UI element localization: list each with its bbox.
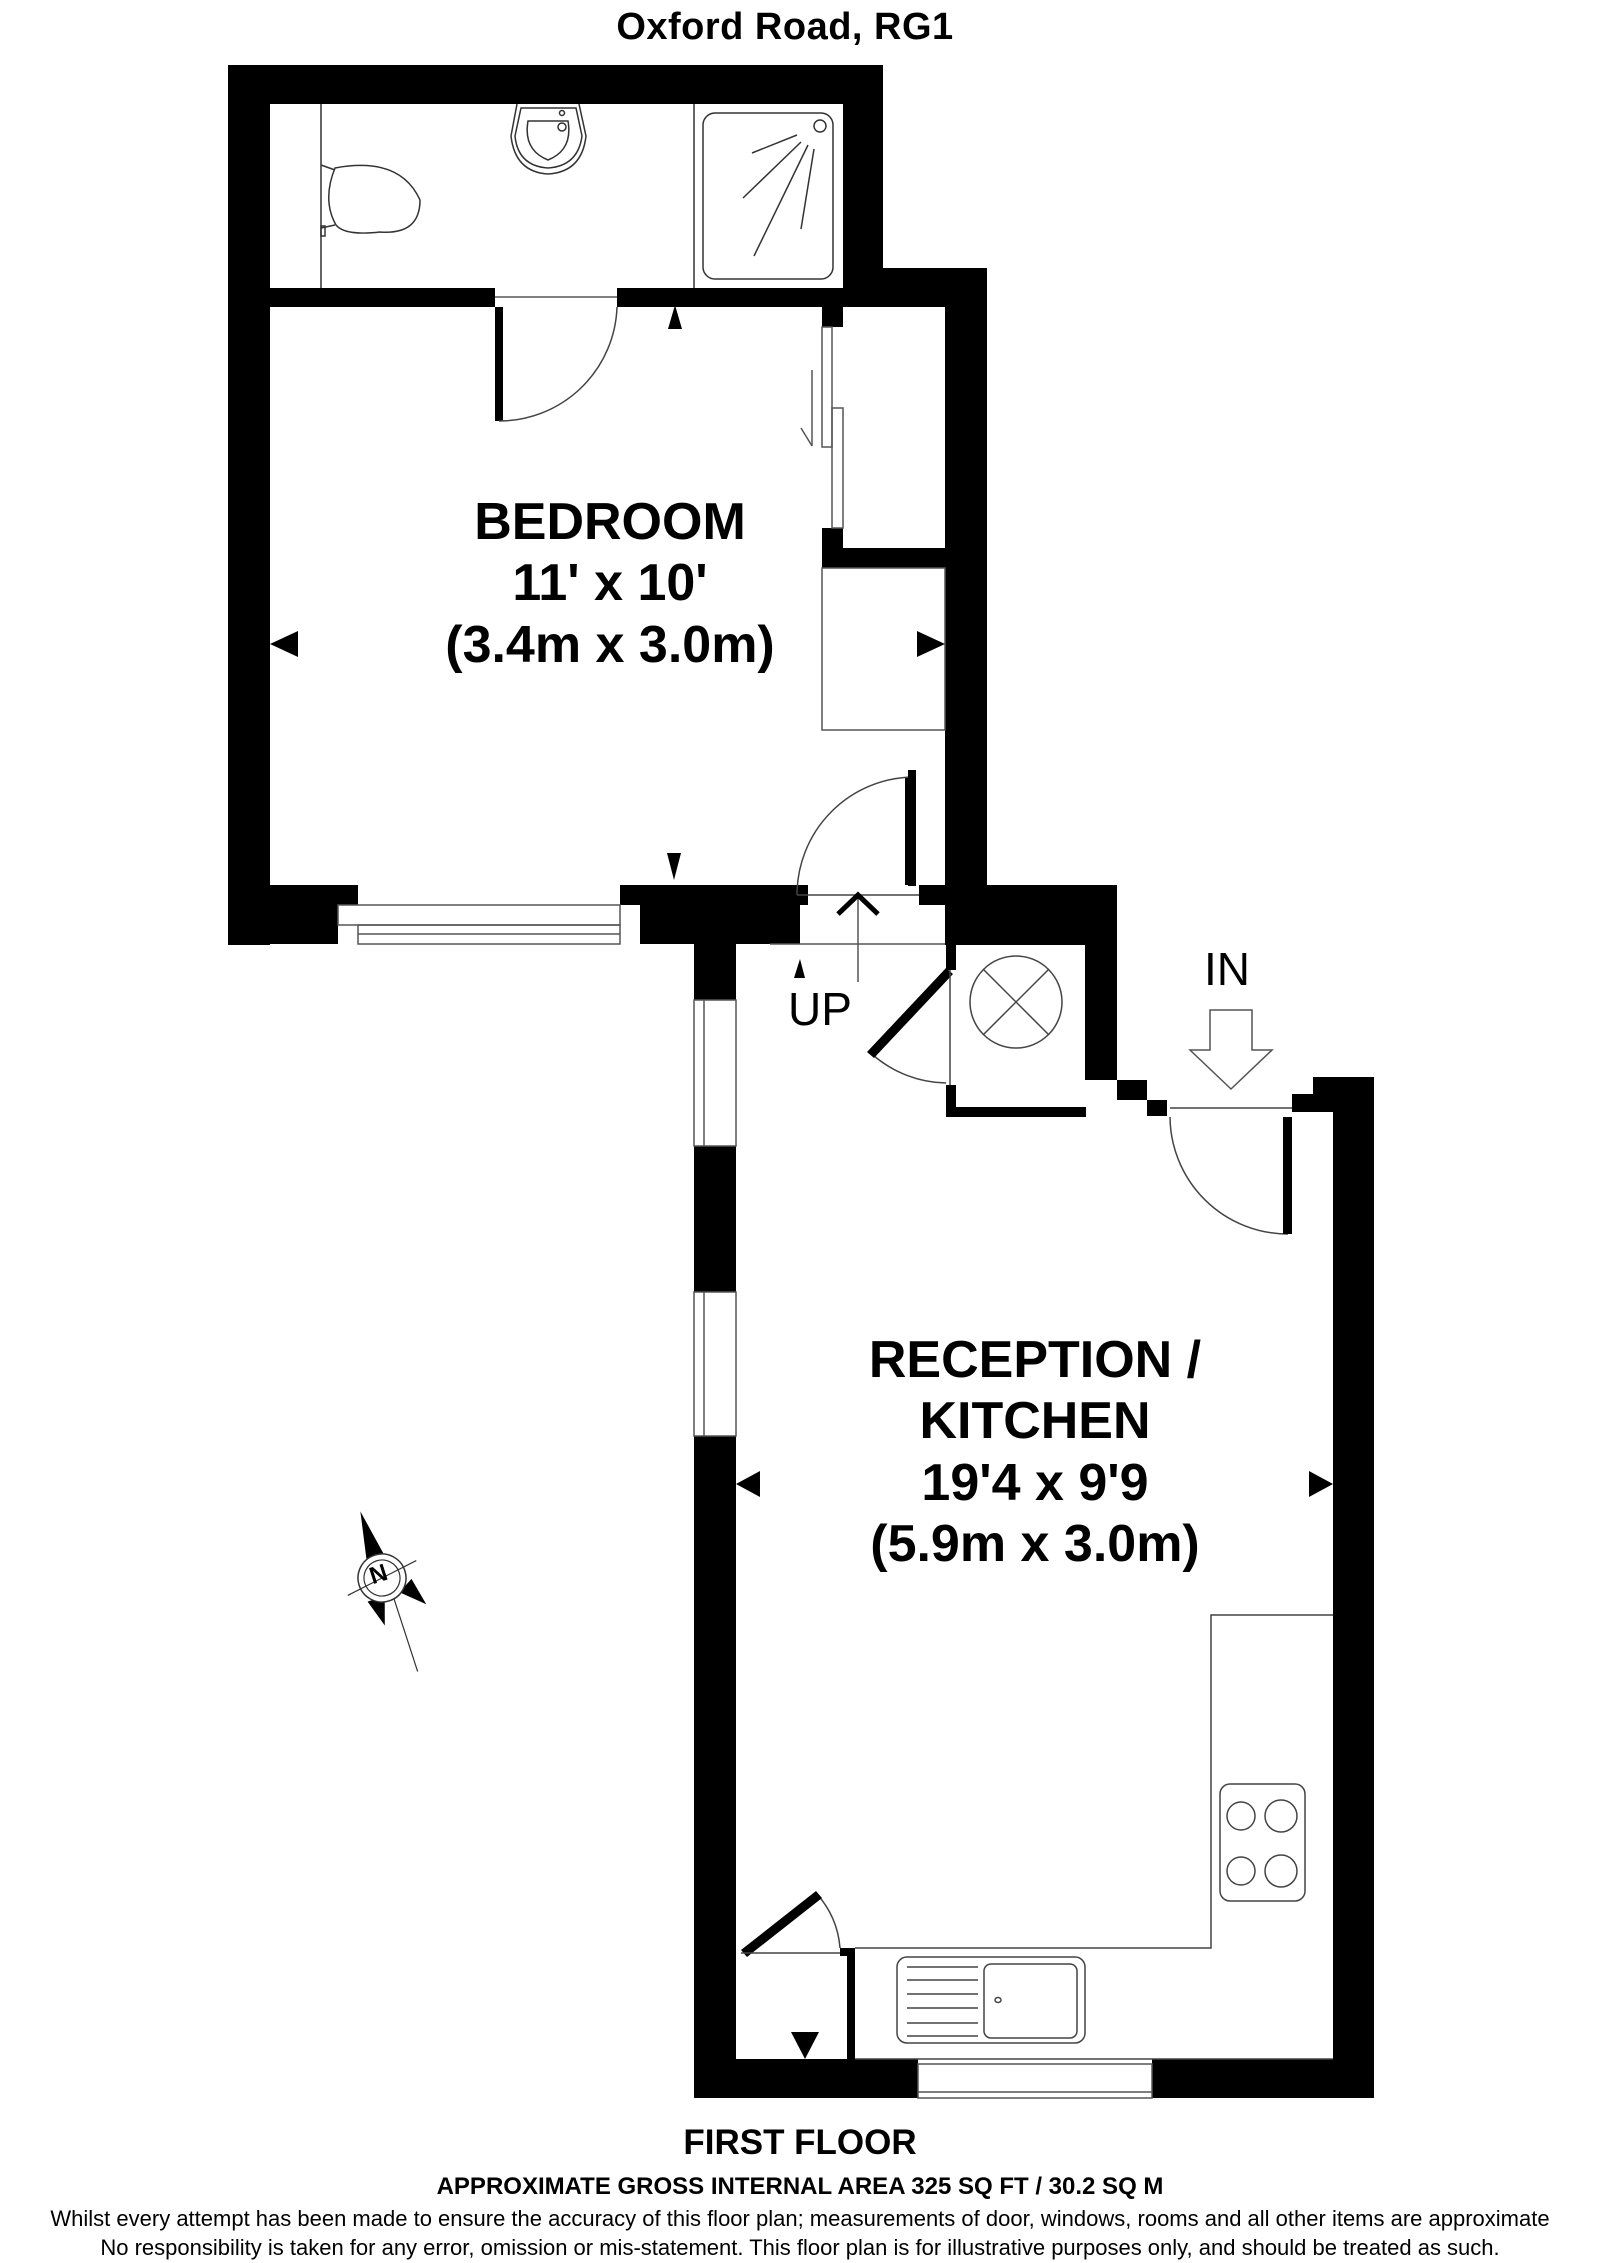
bedroom-metric: (3.4m x 3.0m) — [445, 615, 775, 674]
entrance-in-label: IN — [1204, 943, 1250, 995]
stairs-arrow-icon — [836, 891, 880, 916]
wardrobe — [800, 326, 946, 731]
door-leaves — [741, 770, 1292, 1957]
reception-kitchen-label: RECEPTION / KITCHEN 19'4 x 9'9 (5.9m x 3… — [760, 1330, 1310, 1575]
kitchen-units — [741, 1614, 1333, 2060]
walls — [228, 65, 1374, 2098]
windows — [337, 296, 1153, 2099]
floor-name: FIRST FLOOR — [683, 2123, 917, 2162]
bedroom-name: BEDROOM — [474, 493, 746, 551]
cylinder — [949, 955, 1063, 1085]
entrance-arrow-icon — [1188, 1009, 1274, 1091]
disclaimer-line-2: No responsibility is taken for any error… — [100, 2235, 1500, 2260]
stairs-up-label: UP — [788, 983, 852, 1035]
bedroom-imperial: 11' x 10' — [512, 554, 708, 613]
bathroom-fixtures — [320, 103, 834, 288]
gross-area: APPROXIMATE GROSS INTERNAL AREA 325 SQ F… — [436, 2173, 1164, 2200]
reception-imperial: 19'4 x 9'9 — [921, 1453, 1149, 1512]
reception-name-line1: RECEPTION / — [868, 1331, 1202, 1389]
measurement-arrows — [270, 305, 1333, 2059]
bedroom-label: BEDROOM 11' x 10' (3.4m x 3.0m) — [330, 492, 890, 676]
disclaimer-line-1: Whilst every attempt has been made to en… — [50, 2206, 1550, 2231]
reception-metric: (5.9m x 3.0m) — [870, 1515, 1200, 1574]
north-compass-icon — [347, 1511, 427, 1672]
reception-name-line2: KITCHEN — [919, 1392, 1151, 1451]
stairs — [770, 897, 945, 982]
plan-title: Oxford Road, RG1 — [616, 6, 954, 48]
